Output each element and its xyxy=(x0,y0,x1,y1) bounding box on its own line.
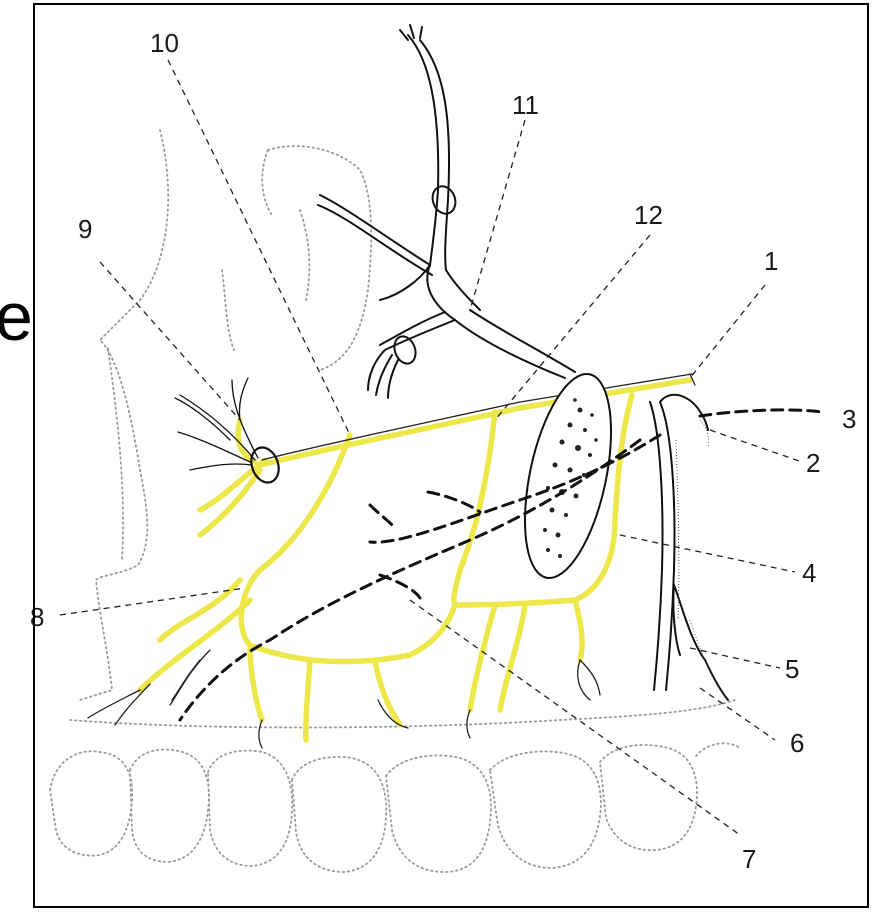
label-6: 6 xyxy=(790,728,804,758)
label-8: 8 xyxy=(30,602,44,632)
leader-lines xyxy=(60,60,802,835)
label-7: 7 xyxy=(742,844,756,874)
number-labels: 1 2 3 4 5 6 7 8 9 10 11 12 xyxy=(30,28,856,874)
stray-letter: e xyxy=(0,283,33,351)
label-2: 2 xyxy=(806,448,820,478)
label-11: 11 xyxy=(512,90,539,120)
label-4: 4 xyxy=(802,558,816,588)
label-9: 9 xyxy=(78,214,92,244)
infraorbital-and-nasal-nerves-outline xyxy=(318,25,728,700)
label-3: 3 xyxy=(842,404,856,434)
label-1: 1 xyxy=(764,246,778,276)
label-12: 12 xyxy=(634,200,663,230)
label-5: 5 xyxy=(785,654,799,684)
label-10: 10 xyxy=(150,28,179,58)
